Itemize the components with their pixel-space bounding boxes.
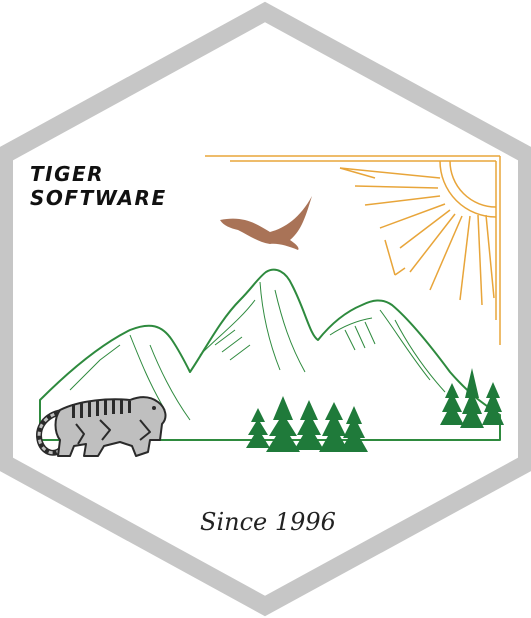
brand-line-2: SOFTWARE bbox=[30, 186, 167, 210]
mountain-range-icon bbox=[39, 268, 501, 441]
tiger-icon bbox=[36, 396, 167, 457]
tagline: Since 1996 bbox=[200, 508, 336, 536]
pine-tree-cluster-right bbox=[440, 368, 504, 428]
brand-name: TIGER SOFTWARE bbox=[30, 162, 167, 210]
eagle-icon bbox=[220, 196, 312, 250]
sun-icon bbox=[205, 155, 501, 345]
mountain-shading bbox=[69, 281, 446, 421]
brand-line-1: TIGER bbox=[30, 162, 105, 186]
pine-tree-icon bbox=[246, 396, 368, 452]
